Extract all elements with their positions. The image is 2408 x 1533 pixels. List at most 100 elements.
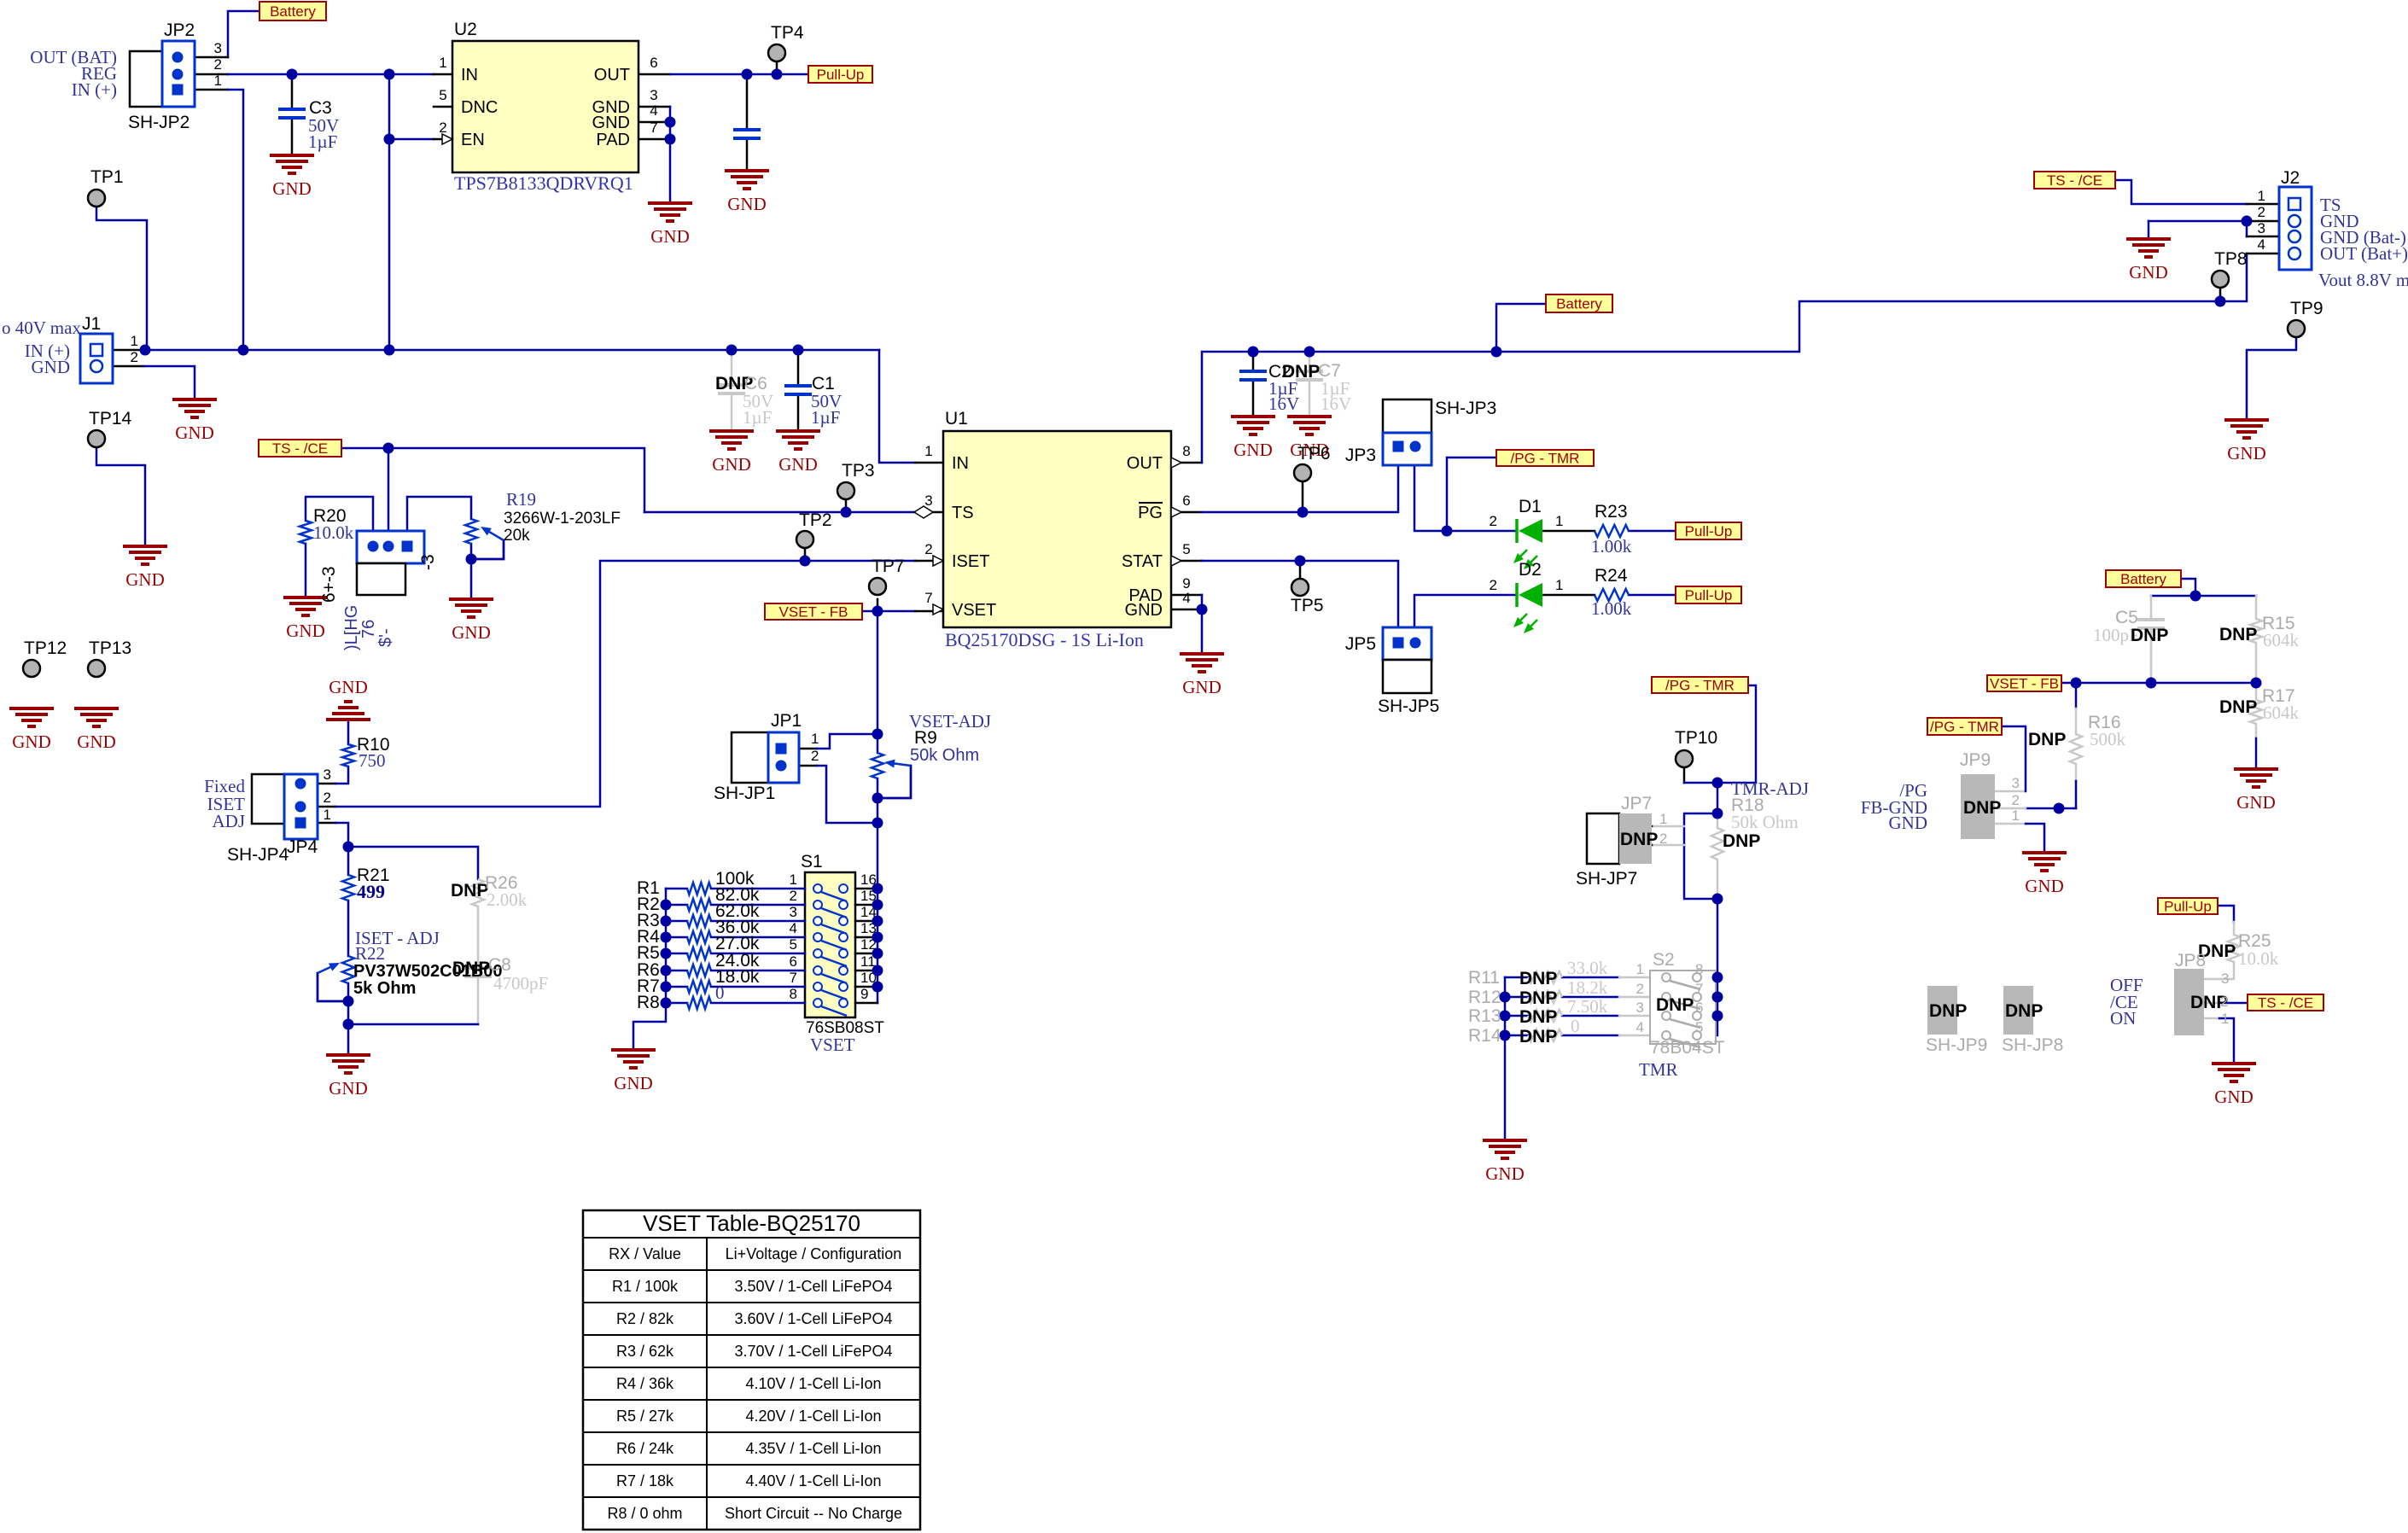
resistor-R26 — [469, 877, 487, 908]
pin-number: 15 — [860, 888, 877, 904]
label: DNP — [1929, 1001, 1967, 1021]
label: 16V — [1268, 393, 1299, 414]
potentiometer-wiper-arrow — [481, 527, 492, 536]
junction-dot — [2070, 677, 2082, 689]
label: ON — [2110, 1008, 2136, 1029]
resistor-ref: R1 — [637, 878, 660, 898]
switch-contact — [813, 883, 823, 894]
net-label-pull-up — [2157, 897, 2219, 915]
potentiometer-loop — [469, 539, 505, 561]
resistor-R6 — [685, 961, 713, 980]
label: GND — [2320, 211, 2359, 231]
net-label-pull-up: Pull-Up — [1685, 523, 1733, 539]
label: IN (+) — [25, 341, 70, 361]
wire — [815, 764, 879, 825]
shunt-sh-jp9-dnp — [1927, 986, 1957, 1035]
resistor-R7 — [685, 977, 713, 996]
pin-number: 3 — [790, 904, 797, 920]
label: DNP — [1723, 831, 1760, 851]
switch-lever — [1669, 999, 1701, 1011]
label: Fixed — [204, 776, 245, 796]
junction-dot — [872, 728, 883, 740]
net-label-pg-tmr: /PG - TMR — [1930, 719, 1999, 735]
resistor-value: 62.0k — [715, 901, 760, 921]
label: ADJ — [212, 811, 245, 831]
switch-lever — [1669, 979, 1701, 991]
label: 20k — [504, 527, 530, 545]
test-point-TP1 — [86, 188, 107, 208]
resistor-value: 100k — [715, 869, 755, 889]
wire — [1495, 302, 1548, 353]
label: R14 — [1468, 1026, 1501, 1046]
junction-dot — [872, 899, 883, 911]
gnd-label: GND — [125, 569, 165, 590]
net-label-battery — [2105, 569, 2182, 588]
junction-dot — [383, 68, 395, 80]
label: DNP — [2198, 941, 2236, 961]
label: 3 — [214, 40, 222, 56]
table-cell: R5 / 27k — [616, 1408, 674, 1425]
label: OUT (BAT) — [30, 47, 117, 67]
label: R20 — [313, 506, 347, 526]
jumper-jp2-shunt-box — [128, 50, 164, 108]
switch-contact — [838, 883, 848, 894]
junction-dot — [1247, 346, 1259, 358]
wire — [2179, 577, 2197, 597]
pin-name: OUT — [594, 66, 630, 85]
jumper-jp9-dnp — [1961, 774, 1995, 839]
label: R13 — [1468, 1006, 1501, 1026]
junction-dot — [342, 841, 354, 853]
junction-dot — [342, 1018, 354, 1030]
label: R19 — [506, 489, 536, 510]
label: 2 — [324, 790, 331, 806]
label: DNP — [1656, 995, 1694, 1015]
pin-arrow-icon — [441, 132, 454, 146]
gnd-label: GND — [329, 677, 368, 697]
gnd-label: GND — [2236, 792, 2276, 813]
test-point-TP12 — [21, 658, 42, 679]
switch-contact — [813, 982, 823, 992]
label: 50k Ohm — [910, 746, 979, 765]
pin-diamond-icon — [912, 505, 935, 519]
label: 3 — [2258, 220, 2265, 236]
label: R12 — [1468, 988, 1501, 1007]
label: 4 — [2258, 236, 2265, 253]
label: 1µF — [308, 131, 337, 152]
switch-contact — [813, 900, 823, 910]
jumper-jp6-shunt-box — [355, 562, 407, 597]
label: R22 — [355, 943, 385, 964]
table-cell: R3 / 62k — [616, 1343, 674, 1360]
test-point-TP10 — [1674, 749, 1694, 769]
wire — [1200, 252, 2248, 464]
label: 1 — [2012, 807, 2020, 824]
label: 2 — [214, 56, 222, 73]
label: 1 — [1555, 577, 1563, 593]
switch-lever — [820, 1005, 848, 1017]
pin-number: 5 — [439, 87, 446, 103]
wire — [2024, 822, 2046, 853]
label: D1 — [1519, 497, 1542, 516]
wire — [876, 764, 912, 800]
junction-dot — [799, 555, 811, 567]
switch-contact — [838, 965, 848, 976]
resistor-R17 — [2247, 698, 2265, 726]
led-D2 — [1519, 583, 1542, 607]
switch-contact — [1692, 1011, 1702, 1021]
test-point-TP7 — [867, 576, 888, 597]
label: JP2 — [164, 20, 195, 40]
resistor-value: 36.0k — [715, 918, 760, 937]
test-point-label: TP9 — [2290, 299, 2323, 318]
pin-name: PG — [1138, 504, 1163, 522]
jumper-jp8-dnp — [2174, 969, 2204, 1035]
jumper-jp5-shunt-box — [1381, 658, 1433, 695]
label: C3 — [309, 98, 332, 118]
wire — [877, 348, 917, 464]
gnd-label: GND — [12, 732, 51, 752]
label: R15 — [2262, 614, 2295, 633]
label: DNP — [2005, 1001, 2043, 1021]
net-label-ts-ce: TS - /CE — [272, 440, 328, 457]
net-label-pull-up — [1675, 586, 1742, 604]
test-point-label: TP7 — [872, 557, 905, 576]
switch-contact — [1692, 1030, 1702, 1040]
gnd-label: GND — [614, 1073, 653, 1093]
